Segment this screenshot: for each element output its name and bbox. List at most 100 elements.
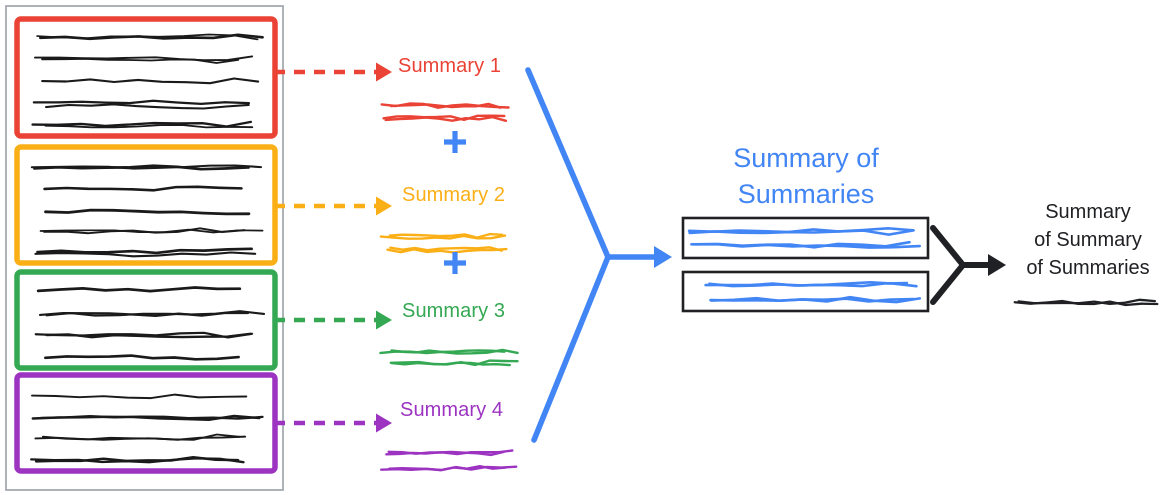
handwritten-line — [34, 433, 241, 441]
handwritten-line — [688, 229, 915, 236]
blue-merge-funnel — [525, 67, 672, 443]
dashed-arrow-1-head — [376, 62, 392, 82]
dashed-arrow-2-head — [376, 196, 392, 216]
handwritten-line — [36, 286, 242, 293]
final-summary-text-line: Summary — [1045, 201, 1131, 223]
dashed-arrow-4 — [274, 413, 392, 433]
handwritten-line — [708, 281, 918, 288]
plus-2 — [444, 252, 466, 274]
funnel-upper-arm — [525, 67, 611, 260]
document-text-line — [34, 331, 254, 339]
chunk-group-2[interactable] — [14, 144, 278, 266]
handwritten-line — [30, 164, 263, 170]
chunk-box-3[interactable] — [14, 269, 278, 371]
final-merge-upper-arm — [930, 225, 966, 268]
document-text-line — [34, 247, 257, 258]
handwritten-line — [380, 102, 510, 109]
document-text-line — [39, 227, 264, 235]
handwritten-line — [31, 393, 248, 400]
chunk-box-1[interactable] — [14, 16, 278, 139]
summary-1-scribble — [380, 102, 510, 122]
handwritten-line — [34, 251, 257, 258]
chunk-group-4[interactable] — [14, 372, 278, 474]
document-text-line — [34, 433, 247, 441]
handwritten-line — [32, 99, 251, 106]
dashed-arrow-4-head — [376, 413, 392, 433]
dashed-arrow-2 — [274, 196, 392, 216]
handwritten-line — [31, 414, 261, 422]
chunk-group-1[interactable] — [14, 16, 278, 139]
handwritten-line — [41, 77, 260, 85]
handwritten-line — [379, 234, 507, 240]
handwritten-line — [39, 228, 264, 234]
document-text-line — [30, 455, 245, 464]
summary-4-label: Summary 4 — [400, 399, 504, 421]
summary-of-summaries-title-line: Summary of — [733, 143, 879, 173]
handwritten-line — [382, 114, 506, 122]
final-summary-underline — [1013, 298, 1159, 307]
black-merge-arrow — [930, 225, 1006, 305]
document-text-line — [31, 414, 264, 422]
chunk-group-3[interactable] — [14, 269, 278, 371]
summary-of-summaries-title-line: Summaries — [737, 179, 875, 209]
chunk-box-4[interactable] — [14, 372, 278, 474]
handwritten-line — [33, 164, 250, 171]
document-text-line — [36, 286, 242, 293]
handwritten-line — [34, 55, 254, 62]
document-text-line — [44, 354, 240, 361]
handwritten-line — [379, 348, 519, 355]
handwritten-line — [390, 361, 511, 367]
summary-3-scribble — [379, 348, 519, 367]
sos-box-2[interactable] — [681, 270, 930, 313]
dashed-arrow-3-head — [376, 310, 392, 330]
handwritten-line — [389, 246, 503, 252]
dashed-arrow-3 — [274, 310, 392, 330]
handwritten-line — [34, 331, 254, 339]
summary-2-scribble — [379, 232, 508, 254]
funnel-lower-arm — [531, 254, 611, 443]
funnel-arrow-head — [654, 246, 672, 268]
document-text-line — [31, 120, 254, 129]
handwritten-line — [387, 449, 514, 456]
document-text-line — [36, 33, 264, 41]
handwritten-line — [388, 465, 507, 472]
handwritten-line — [1013, 299, 1159, 307]
handwritten-line — [386, 247, 508, 254]
handwritten-line — [39, 33, 264, 41]
document-text-line — [31, 393, 248, 400]
sos-box-2-border[interactable] — [681, 270, 930, 313]
document-text-line — [30, 164, 263, 171]
document-text-line — [43, 185, 243, 192]
handwritten-line — [710, 296, 916, 303]
handwritten-line — [44, 208, 251, 216]
chunk-box-2[interactable] — [14, 144, 278, 266]
final-merge-lower-arm — [930, 262, 966, 305]
document-text-line — [44, 208, 251, 216]
handwritten-line — [34, 455, 240, 463]
final-summary-text-line: of Summaries — [1026, 257, 1150, 279]
sos-box-1[interactable] — [681, 216, 930, 260]
handwritten-line — [45, 103, 250, 110]
handwritten-line — [45, 310, 266, 317]
document-text-line — [38, 310, 266, 318]
handwritten-line — [690, 242, 921, 249]
handwritten-line — [41, 57, 240, 64]
document-text-line — [41, 77, 260, 85]
sos-box-1-border[interactable] — [681, 216, 930, 260]
summary-1-label: Summary 1 — [398, 55, 502, 77]
summary-3-label: Summary 3 — [402, 300, 506, 322]
plus-1 — [444, 131, 466, 153]
summary-4-scribble — [380, 449, 518, 472]
handwritten-line — [44, 124, 254, 129]
handwritten-line — [44, 354, 240, 361]
summary-of-summaries-title: Summary of Summaries — [683, 140, 929, 212]
handwritten-line — [43, 185, 243, 192]
handwritten-line — [36, 247, 253, 255]
document-text-line — [34, 55, 254, 64]
handwritten-line — [388, 232, 504, 239]
source-document-container — [5, 5, 284, 491]
handwritten-line — [384, 115, 508, 122]
